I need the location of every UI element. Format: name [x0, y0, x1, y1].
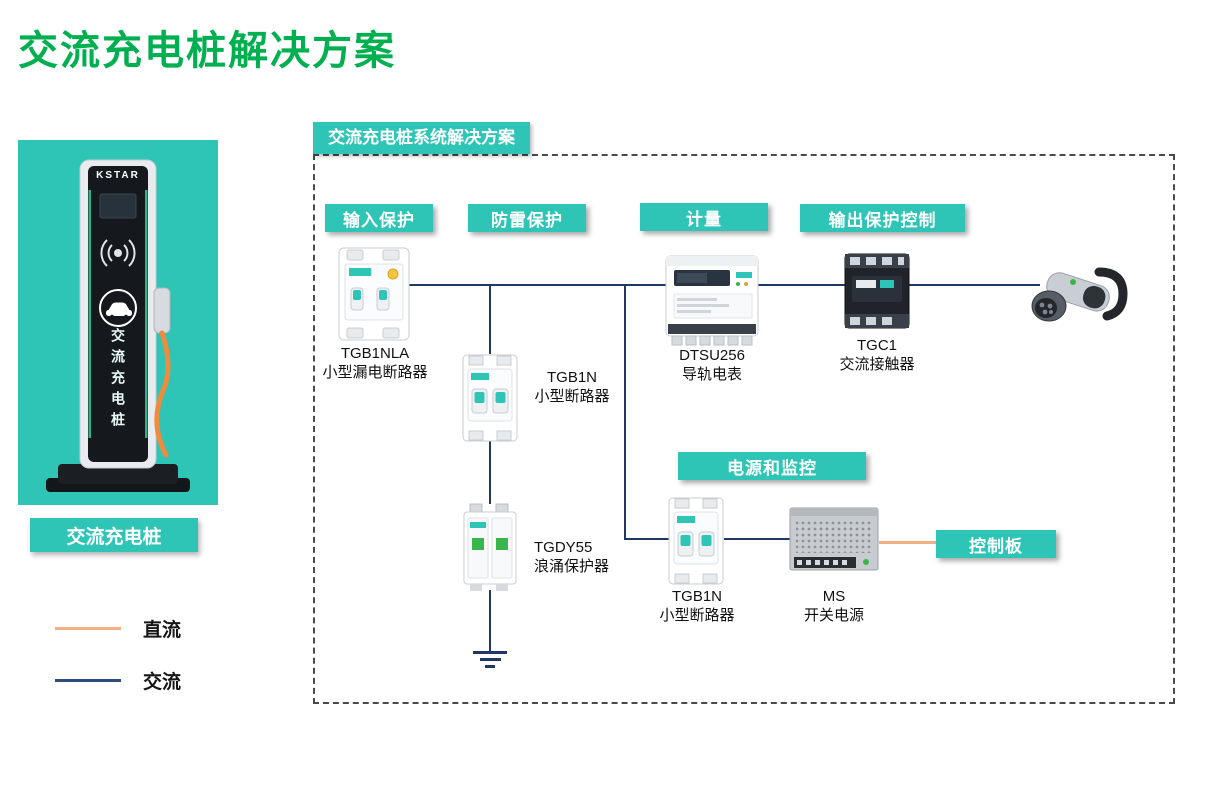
- ac-line-swatch: [55, 679, 121, 682]
- rcbo-model: TGB1NLA: [340, 345, 410, 362]
- psu-model: MS: [822, 588, 846, 605]
- dc-wire-psu-to-control: [879, 541, 936, 544]
- rcbo-image: [337, 246, 411, 342]
- dc-line-swatch: [55, 627, 121, 630]
- diagram-canvas: [313, 154, 1175, 704]
- psu-name: 开关电源: [803, 607, 864, 624]
- ac-branch-to-power: [624, 284, 626, 540]
- pile-vertical-text: 交流充电桩: [110, 328, 126, 433]
- mcb-bottom-model: TGB1N: [671, 588, 722, 605]
- tag-surge-protection: 防雷保护: [468, 204, 586, 232]
- page-title: 交流充电桩解决方案: [18, 29, 396, 73]
- mcb-bottom-image: [667, 496, 725, 586]
- meter-image: [664, 250, 760, 346]
- meter-label: DTSU256 导轨电表: [660, 346, 764, 384]
- rcbo-label: TGB1NLA 小型漏电断路器: [312, 344, 438, 382]
- mcb-bottom-name: 小型断路器: [659, 607, 735, 624]
- mcb-top-label: TGB1N 小型断路器: [524, 368, 620, 406]
- spd-image: [462, 502, 518, 592]
- ac-wire-spd-to-ground: [489, 590, 491, 651]
- meter-model: DTSU256: [679, 347, 745, 364]
- pile-caption: 交流充电桩: [30, 518, 198, 552]
- ground-icon: [473, 651, 507, 672]
- contactor-name: 交流接触器: [839, 356, 915, 373]
- legend-ac-label: 交流: [143, 672, 182, 693]
- tag-output-protection-control: 输出保护控制: [800, 204, 965, 232]
- tag-control-board: 控制板: [936, 530, 1056, 558]
- legend-dc-label: 直流: [143, 620, 182, 641]
- charging-pile-image: KSTAR 交流充电桩: [18, 140, 218, 505]
- rcbo-name: 小型漏电断路器: [322, 364, 428, 381]
- contactor-image: [842, 250, 912, 332]
- psu-image: [788, 502, 880, 578]
- charging-pile-illustration: [46, 159, 190, 492]
- mcb-bottom-label: TGB1N 小型断路器: [645, 587, 749, 625]
- legend-item-ac: 交流: [55, 667, 181, 694]
- meter-name: 导轨电表: [681, 366, 742, 383]
- legend-item-dc: 直流: [55, 615, 181, 642]
- tag-power-and-monitoring: 电源和监控: [678, 452, 866, 480]
- ac-wire-mcb-to-spd: [489, 441, 491, 504]
- mcb-top-model: TGB1N: [546, 369, 597, 386]
- spd-label: TGDY55 浪涌保护器: [534, 538, 644, 576]
- ac-branch-to-mcb: [489, 284, 491, 354]
- spd-model: TGDY55: [534, 539, 593, 556]
- pile-brand-text: KSTAR: [96, 170, 140, 181]
- tag-metering: 计量: [640, 203, 768, 231]
- mcb-top-image: [461, 353, 519, 443]
- tag-input-protection: 输入保护: [325, 204, 433, 232]
- mcb-top-name: 小型断路器: [534, 388, 610, 405]
- diagram-title-tag: 交流充电桩系统解决方案: [313, 122, 530, 154]
- contactor-model: TGC1: [856, 337, 897, 354]
- ac-wire-mcb2-to-psu: [724, 538, 790, 540]
- spd-name: 浪涌保护器: [534, 558, 610, 575]
- psu-label: MS 开关电源: [786, 587, 882, 625]
- ac-wire-to-mcb2: [624, 538, 670, 540]
- contactor-label: TGC1 交流接触器: [825, 336, 929, 374]
- charging-gun-image: [1020, 244, 1132, 344]
